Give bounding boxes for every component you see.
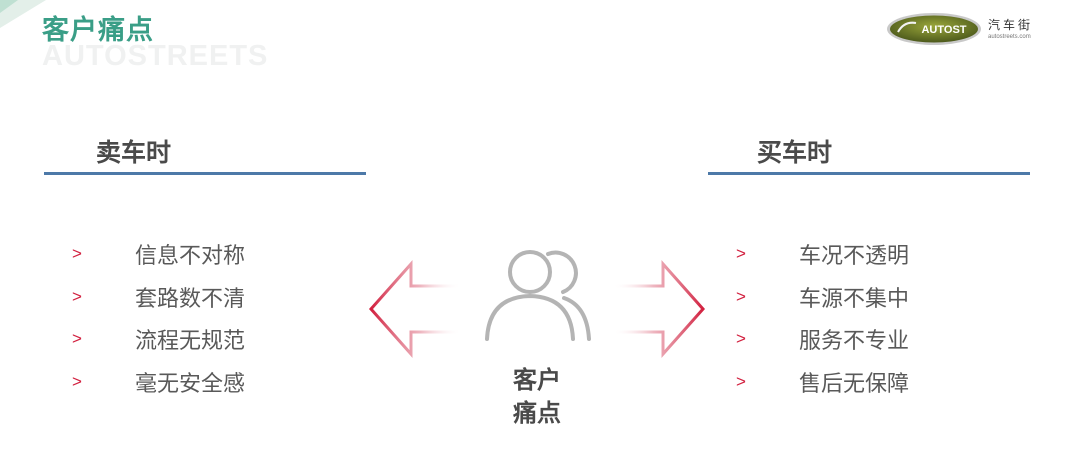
- list-item-text: 车况不透明: [799, 244, 910, 269]
- bullet-chevron-icon: >: [72, 329, 82, 348]
- sell-heading: 卖车时: [96, 138, 172, 167]
- center-label: 客户 痛点: [495, 364, 579, 430]
- list-item-text: 套路数不清: [135, 286, 246, 312]
- list-item-text: 车源不集中: [799, 286, 910, 312]
- users-icon: [485, 250, 591, 341]
- arrow-right-icon: [611, 260, 706, 358]
- bullet-chevron-icon: >: [736, 329, 746, 348]
- page-title: 客户痛点: [42, 15, 154, 46]
- list-item-text: 售后无保障: [799, 371, 910, 397]
- bullet-chevron-icon: >: [736, 371, 746, 391]
- bullet-chevron-icon: >: [72, 286, 82, 306]
- bullet-chevron-icon: >: [72, 244, 82, 263]
- logo-url: autostreets.com: [988, 34, 1031, 40]
- list-item-text: 毫无安全感: [135, 371, 246, 397]
- logo-badge-icon: AUTOST: [887, 13, 981, 45]
- bullet-chevron-icon: >: [736, 286, 746, 306]
- logo-badge-text: AUTOST: [921, 24, 966, 36]
- list-item-text: 流程无规范: [135, 329, 246, 354]
- logo-name-cn: 汽车街: [988, 18, 1034, 32]
- buy-divider: [708, 172, 1030, 175]
- page-subtitle: AUTOSTREETS: [42, 40, 269, 72]
- bullet-chevron-icon: >: [736, 244, 746, 263]
- brand-logo: AUTOST 汽车街 autostreets.com: [886, 10, 1046, 50]
- list-item-text: 信息不对称: [135, 244, 246, 269]
- list-item-text: 服务不专业: [799, 329, 910, 354]
- center-label-line1: 客户: [513, 366, 561, 394]
- bullet-chevron-icon: >: [72, 371, 82, 391]
- center-label-line2: 痛点: [513, 399, 561, 427]
- sell-divider: [44, 172, 366, 175]
- buy-heading: 买车时: [757, 138, 833, 167]
- pain-point-graphic: [368, 250, 706, 358]
- arrow-left-icon: [368, 260, 463, 358]
- corner-decoration: [0, 0, 46, 28]
